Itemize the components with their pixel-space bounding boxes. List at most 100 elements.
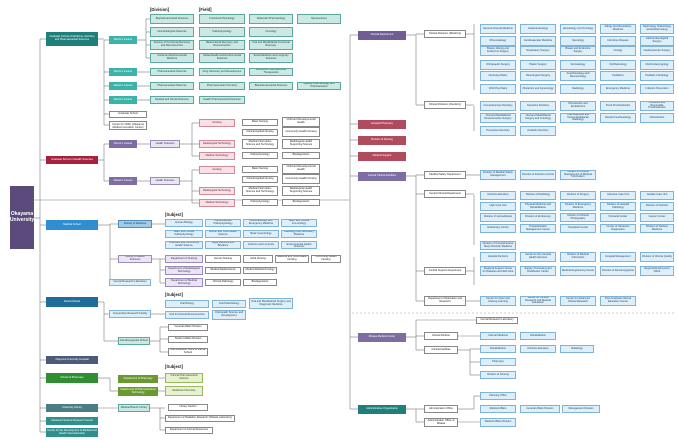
central-clinical-facilities[interactable]: Central Clinical Facilities	[358, 172, 406, 181]
control-item-6[interactable]: High Care Unit	[480, 202, 516, 211]
safety-item-1[interactable]: Division of Medical Safety Management	[480, 170, 516, 180]
education-item-4[interactable]: Post-Graduate Clinical Education Center	[600, 296, 636, 306]
medicine-division-9[interactable]: Infectious Disease	[600, 36, 636, 46]
control-item-7[interactable]: Physical Medicine and Rehabilitation	[520, 202, 556, 211]
pharm-subject-1[interactable]: Clinical Pharmaceutical Science	[165, 373, 203, 383]
medical-branch-library[interactable]: Medical Branch Library	[118, 404, 150, 412]
health-subject-adult[interactable]: Adult Nursing	[243, 255, 273, 263]
control-item-20[interactable]: Division of Nuclear Medicine	[640, 224, 674, 233]
hm-radiological[interactable]: Radiological Technology	[199, 187, 235, 195]
dentistry-division-10[interactable]: Orthodontics	[640, 113, 674, 123]
control-item-12[interactable]: Division of Endoscopy	[520, 213, 556, 222]
dept-radiation-research[interactable]: Department of Radiation Research (Shikat…	[165, 415, 235, 422]
medicine-division-18[interactable]: Dermatology	[560, 60, 596, 70]
medicine-division-4[interactable]: Allergy and Respiratory Medicine	[600, 24, 636, 34]
med-subject-5[interactable]: Basic and Clinical Pathophysiology	[165, 230, 203, 238]
hd-med-info[interactable]: Medical Information Science and Technolo…	[242, 139, 278, 149]
misasa-central-research-lab[interactable]: Central Research Laboratory	[476, 317, 518, 324]
dental-school[interactable]: Dental School	[46, 297, 98, 307]
division-of-nursing[interactable]: Division of Nursing	[358, 136, 406, 145]
dept-pharmacy[interactable]: Department of Pharmacy	[118, 375, 158, 383]
division-5[interactable]: Pharmaceutical Sciences	[150, 68, 194, 76]
medicine-division-19[interactable]: Ophthalmology	[600, 60, 636, 70]
control-item-19[interactable]: Center of Ultrasonic Diagnostics	[600, 224, 636, 233]
administration-office[interactable]: Administration Office	[424, 405, 458, 413]
medicine-division-2[interactable]: Gastroenterology	[520, 24, 556, 34]
medicine-division-12[interactable]: Respiratory Surgery	[520, 46, 556, 56]
med-subject-6[interactable]: Mother and Child Health Science	[205, 230, 241, 238]
health-grad-school[interactable]: Graduate School of Health Sciences	[46, 156, 98, 164]
support-item-6[interactable]: Regional Support Center for Diabetes and…	[480, 266, 516, 276]
medicine-division-17[interactable]: Plastic Surgery	[520, 60, 556, 70]
field-8[interactable]: Global Health and Environmental Sciences	[199, 53, 245, 63]
admin-item-4[interactable]: Management Division	[562, 405, 600, 413]
medicine-division-15[interactable]: Cardiovascular Surgery	[640, 46, 674, 56]
hm-basic-nursing[interactable]: Basic Nursing	[242, 166, 278, 173]
dental-hygienist-school[interactable]: Dental Hygienist School	[118, 337, 150, 345]
hd-med-tech[interactable]: Medical Technology	[199, 152, 235, 160]
med-subject-4[interactable]: Basic and Clinical Immunology	[281, 219, 317, 227]
advanced-science-center[interactable]: Advanced Science Research Center	[46, 417, 98, 425]
central-support-dept[interactable]: Central Support Department	[424, 267, 466, 275]
dental-subject-4[interactable]: Oral Functional Reconstruction	[165, 311, 209, 319]
medicine-division-10[interactable]: Gastroenterological Surgery	[640, 36, 674, 46]
misasa-item-7[interactable]: Division of Nursing	[480, 371, 516, 379]
support-item-3[interactable]: Division of Medical Informatics	[560, 252, 596, 262]
division-4[interactable]: Social and Environmental Medicine	[150, 53, 194, 63]
field-2[interactable]: Molecular Pharmacology	[249, 14, 293, 24]
dentistry-division-5[interactable]: Occlusion and Removable Prosthodontics	[640, 101, 674, 111]
control-item-8[interactable]: Division of Emergency Medicine	[560, 202, 596, 211]
med-subject-7[interactable]: Basic Gerontology	[243, 230, 279, 238]
med-subject-8[interactable]: Radiology and Laboratory Medicine	[281, 230, 317, 238]
medicine-division-22[interactable]: Neurological Surgery	[520, 71, 556, 81]
medicine-division-14[interactable]: Urology	[600, 46, 636, 56]
library-section[interactable]: Library Section	[168, 404, 208, 411]
field-10[interactable]: Drug Discovery and Development	[199, 68, 245, 76]
division-2[interactable]: Neurobiological Sciences	[150, 27, 194, 37]
clinical-department[interactable]: Clinical Department	[358, 31, 406, 40]
control-item-16[interactable]: Endoscopy Center	[480, 224, 516, 233]
master-course-1[interactable]: Master's Course	[109, 82, 137, 90]
support-item-8[interactable]: Medical Engineering Center	[560, 266, 596, 276]
hd-clinical-nursing[interactable]: Clinical Applied Nursing	[242, 129, 278, 136]
dental-subject-3[interactable]: Oral and Maxillofacial Surgery and Diagn…	[249, 298, 293, 309]
medicine-division-8[interactable]: Neurology	[560, 36, 596, 46]
control-item-17[interactable]: Transplantation Management Center	[520, 224, 556, 233]
health-subject-human-nursing[interactable]: Human Nursing	[205, 255, 241, 263]
university-hospital[interactable]: Okayama University Hospital	[46, 356, 98, 364]
central-research-lab[interactable]: Central Research Laboratory	[109, 279, 151, 286]
pharm-subject-2[interactable]: Medicinal Chemistry	[165, 386, 203, 396]
safety-item-3[interactable]: Division of Clinical Management of Medic…	[560, 170, 596, 180]
hd-basic-nursing[interactable]: Basic Nursing	[242, 119, 278, 126]
clinical-divisions-medicine[interactable]: Clinical Divisions (Medicine)	[424, 30, 466, 38]
control-item-13[interactable]: Division of Clinical Photography	[560, 213, 596, 222]
control-item-4[interactable]: Intensive Care Unit	[600, 191, 636, 200]
support-item-5[interactable]: Division of Clinical Quality	[640, 252, 674, 262]
medical-school[interactable]: Medical School	[46, 220, 98, 230]
medical-safety-dept[interactable]: Medical Safety Department	[424, 171, 466, 179]
dept-pharm-tech[interactable]: Department of Pharmaceutical Technology	[118, 387, 158, 396]
hm-med-info[interactable]: Medical Information Science and Technolo…	[242, 186, 278, 196]
medicine-division-20[interactable]: Otorhinolaryngology	[640, 60, 674, 70]
hm-pathophysiology[interactable]: Pathophysiology	[242, 199, 278, 206]
field-13[interactable]: Biopharmaceutical Sciences	[249, 82, 293, 90]
dental-subject-5[interactable]: Oral Health Science and Development	[212, 310, 246, 320]
misasa-medical-center[interactable]: Misasa Medical Center	[358, 333, 406, 342]
education-research-dept[interactable]: Department of Education and Research	[424, 296, 466, 306]
doctor-course-2[interactable]: Doctor's Course	[109, 68, 137, 76]
field-12[interactable]: Pharmaceutical Chemistry	[199, 82, 245, 90]
control-item-9[interactable]: Division of Hospital Pathology	[600, 202, 636, 211]
dentistry-division-11[interactable]: Preventive Dentistry	[480, 126, 516, 136]
central-clinical-dept[interactable]: Central Clinical Department	[424, 190, 466, 198]
dental-admin-2[interactable]: Student Affairs Division	[168, 336, 208, 343]
administration-office-misasa[interactable]: Administration Office of Misasa	[424, 418, 458, 427]
university-library[interactable]: University Library	[46, 404, 98, 412]
health-subject-nursing[interactable]: Department of Nursing	[165, 255, 203, 263]
support-item-10[interactable]: Regional Employment Office	[640, 266, 674, 276]
admin-item-3[interactable]: General Affairs Division	[520, 405, 560, 413]
division-3[interactable]: Science of Functional Recovery and Recon…	[150, 40, 194, 50]
division-6[interactable]: Pharmaceutical Sciences	[150, 82, 194, 90]
center-med-education[interactable]: Center for the Development of Medical an…	[46, 428, 98, 437]
faculty-of-medicine[interactable]: Faculty of Medicine	[118, 220, 152, 228]
hm-biodiagnostics[interactable]: Biodiagnostics	[282, 199, 320, 206]
